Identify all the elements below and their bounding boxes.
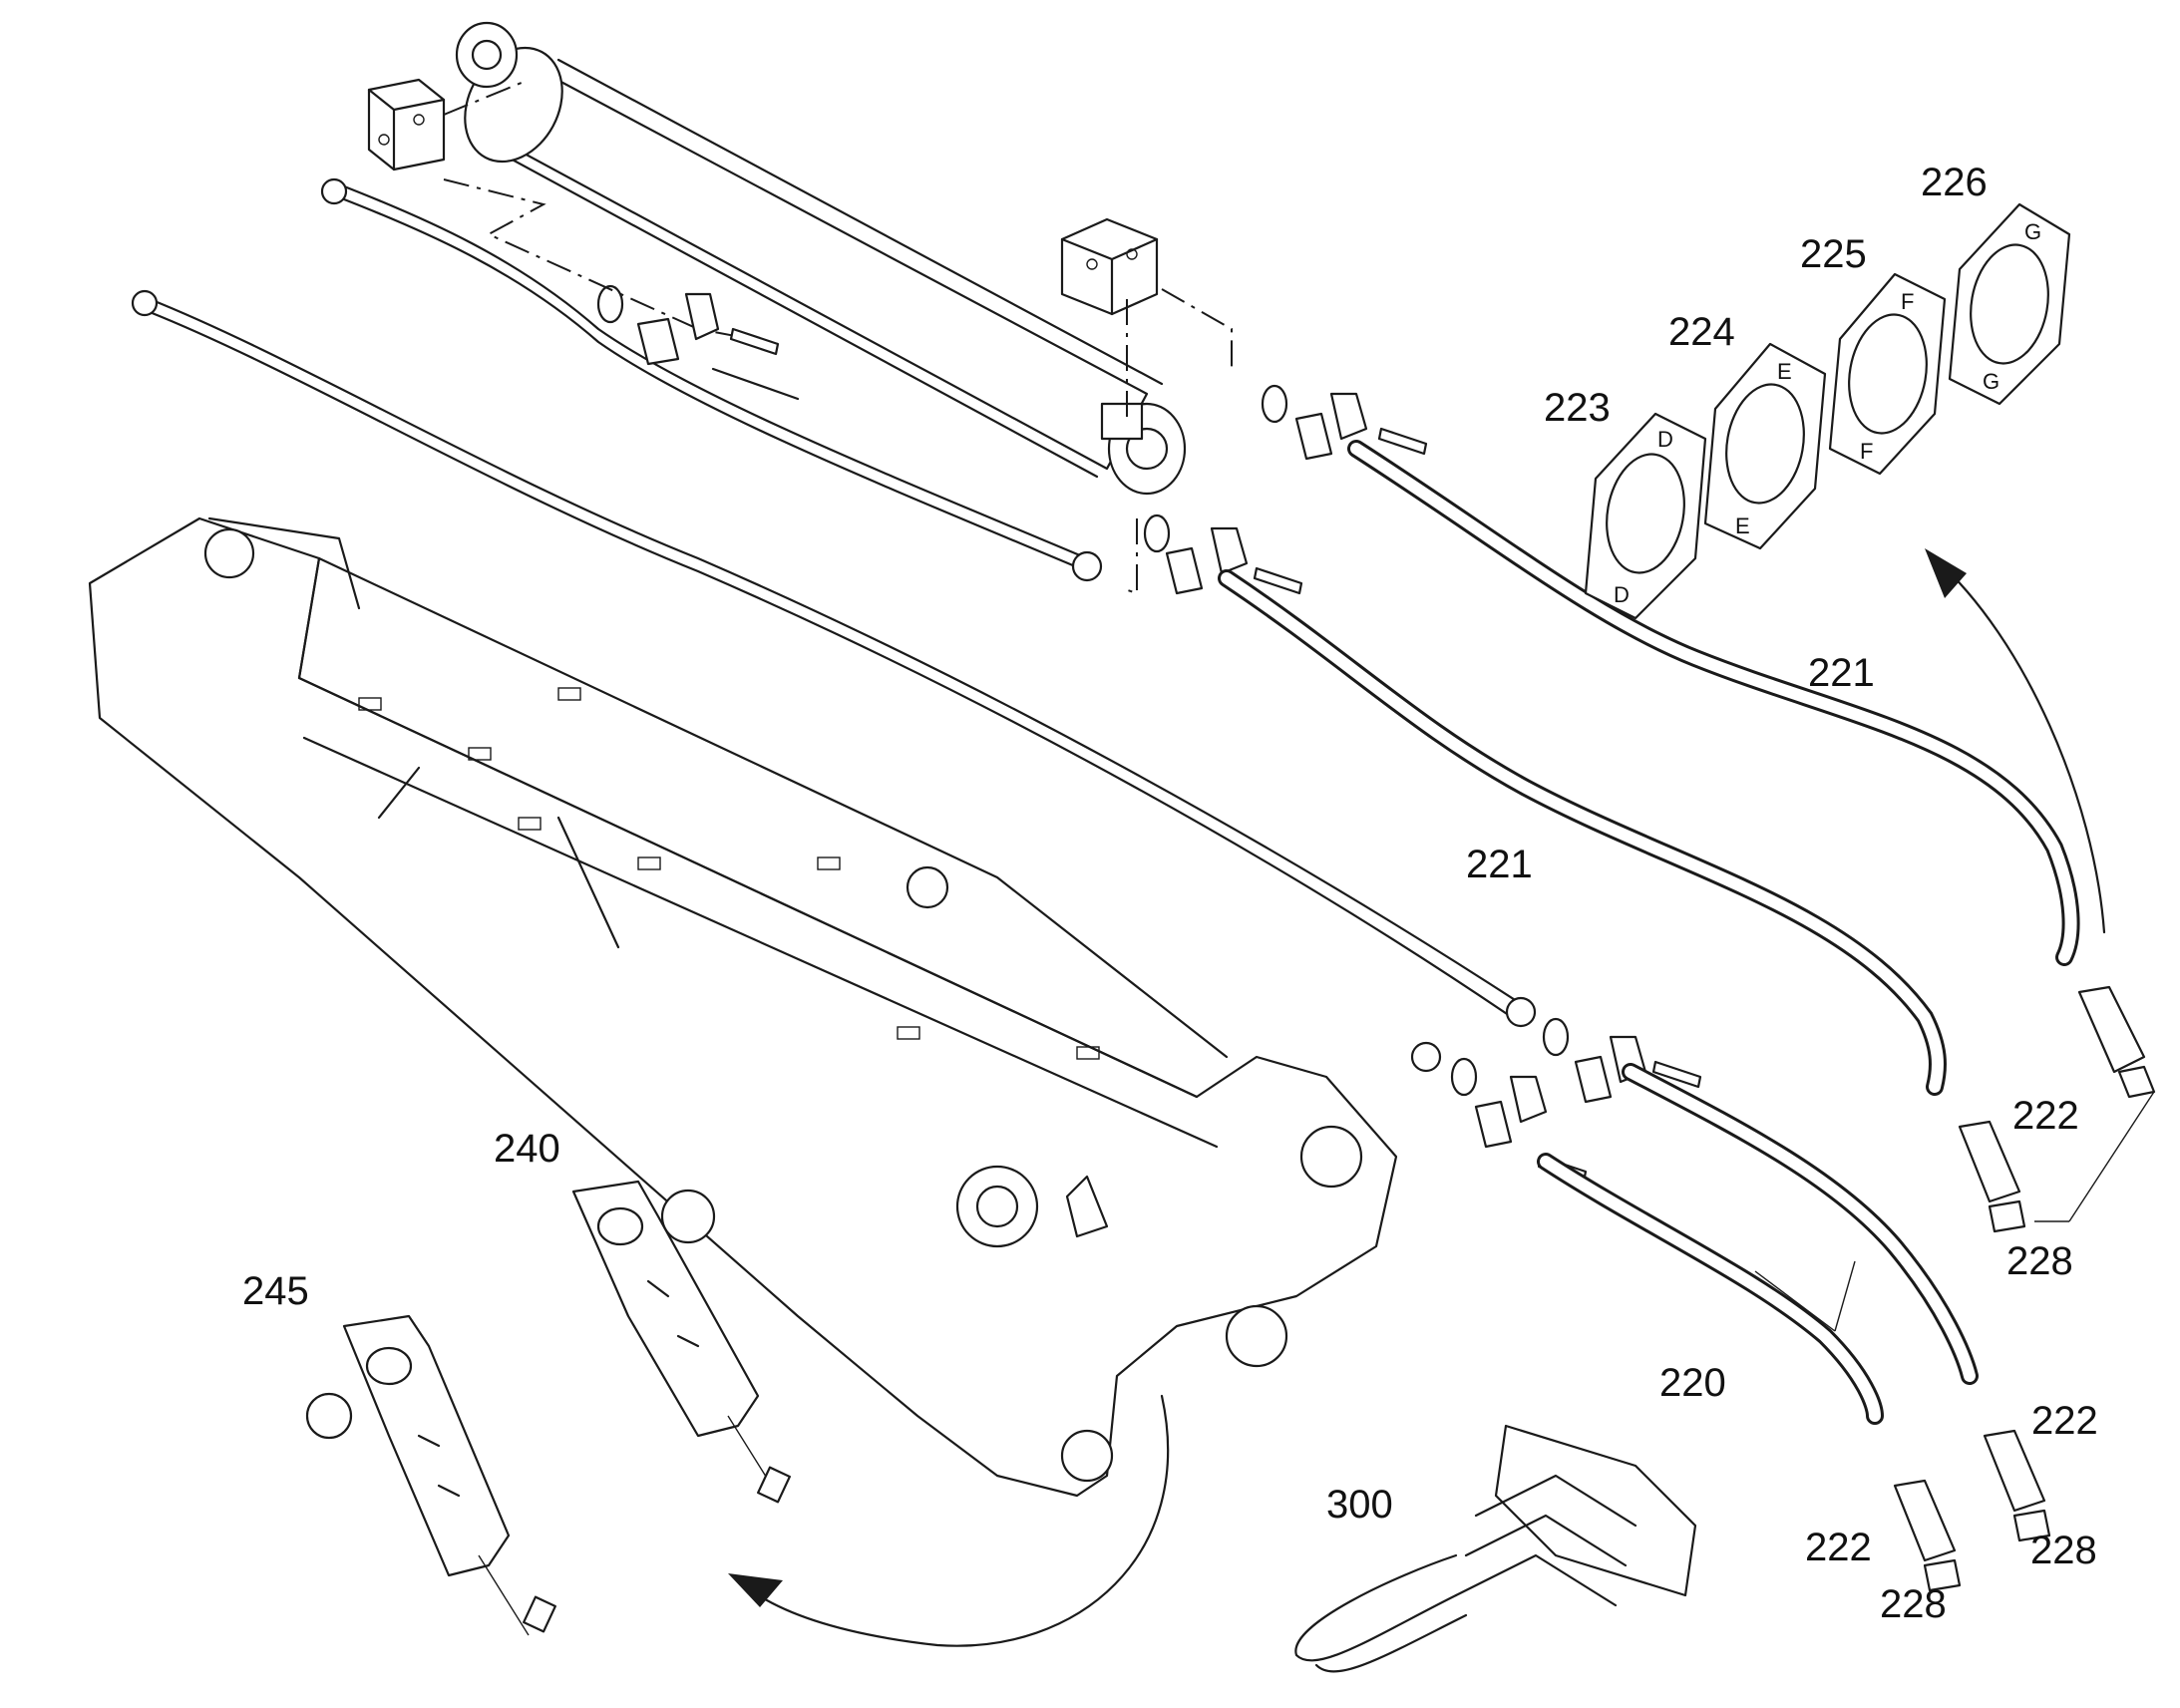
valve-block-upper-left: [367, 78, 446, 171]
leader-lines: [1754, 1091, 2155, 1332]
rigid-pipe-lower: [131, 289, 1537, 1073]
coupler-222-middle: [1958, 1120, 2026, 1233]
hose-220-b: [1622, 1063, 1979, 1385]
gasket-225-letter-bottom: F: [1860, 439, 1873, 464]
label-222-right: 222: [2031, 1399, 2098, 1443]
label-228-upper: 228: [2006, 1239, 2073, 1283]
gasket-224-letter-bottom: E: [1735, 513, 1750, 538]
gasket-226: G G: [1948, 202, 2071, 406]
label-223: 223: [1544, 386, 1611, 430]
plate-240: [571, 1180, 791, 1504]
label-245: 245: [242, 1269, 309, 1313]
boom-arm: [88, 516, 1398, 1498]
hose-221-lower: [1218, 569, 1947, 1096]
assembly-centerlines: [443, 79, 1233, 595]
label-222-left: 222: [1805, 1526, 1872, 1569]
hose-221-upper: [1347, 440, 2080, 966]
gasket-226-letter-bottom: G: [1983, 369, 1999, 394]
label-226: 226: [1921, 161, 1988, 204]
label-228-left: 228: [1880, 1582, 1947, 1626]
hydraulic-cylinder: [455, 21, 1187, 496]
reference-numerals: 226 225 224 223 221 221 222 228 220 222 …: [242, 161, 2098, 1626]
fittings-upper: [596, 284, 1428, 595]
label-221-upper: 221: [1808, 651, 1875, 695]
label-225: 225: [1800, 232, 1867, 276]
arrow-boom-to-plates: [728, 1394, 1170, 1647]
gasket-226-letter-top: G: [2024, 219, 2041, 244]
hose-220-a: [1537, 1153, 1884, 1425]
gasket-223: D D: [1584, 412, 1707, 620]
gasket-224: E E: [1703, 342, 1827, 550]
coupler-222-lower-left: [1893, 1479, 1962, 1592]
gasket-223-letter-bottom: D: [1614, 582, 1630, 607]
fittings-lower: [1450, 1017, 1702, 1184]
label-221-lower: 221: [1466, 843, 1533, 886]
arrow-to-gaskets: [1925, 548, 2106, 934]
label-228-right: 228: [2030, 1529, 2097, 1572]
coupler-222-lower-right: [1983, 1429, 2051, 1542]
label-224: 224: [1668, 310, 1735, 354]
valve-block-upper-right: [1060, 217, 1159, 316]
plate-245: [305, 1314, 556, 1636]
gasket-224-letter-top: E: [1777, 359, 1792, 384]
label-220: 220: [1659, 1361, 1726, 1405]
label-300: 300: [1326, 1483, 1393, 1527]
coupler-block-300: [1294, 1424, 1697, 1673]
gasket-223-letter-top: D: [1657, 427, 1673, 452]
coupler-222-upper: [2077, 985, 2156, 1099]
rigid-pipe-upper: [320, 177, 1103, 582]
label-222-upper: 222: [2012, 1094, 2079, 1138]
label-240: 240: [494, 1127, 560, 1171]
gasket-225: F F: [1828, 272, 1947, 476]
gasket-225-letter-top: F: [1901, 289, 1914, 314]
